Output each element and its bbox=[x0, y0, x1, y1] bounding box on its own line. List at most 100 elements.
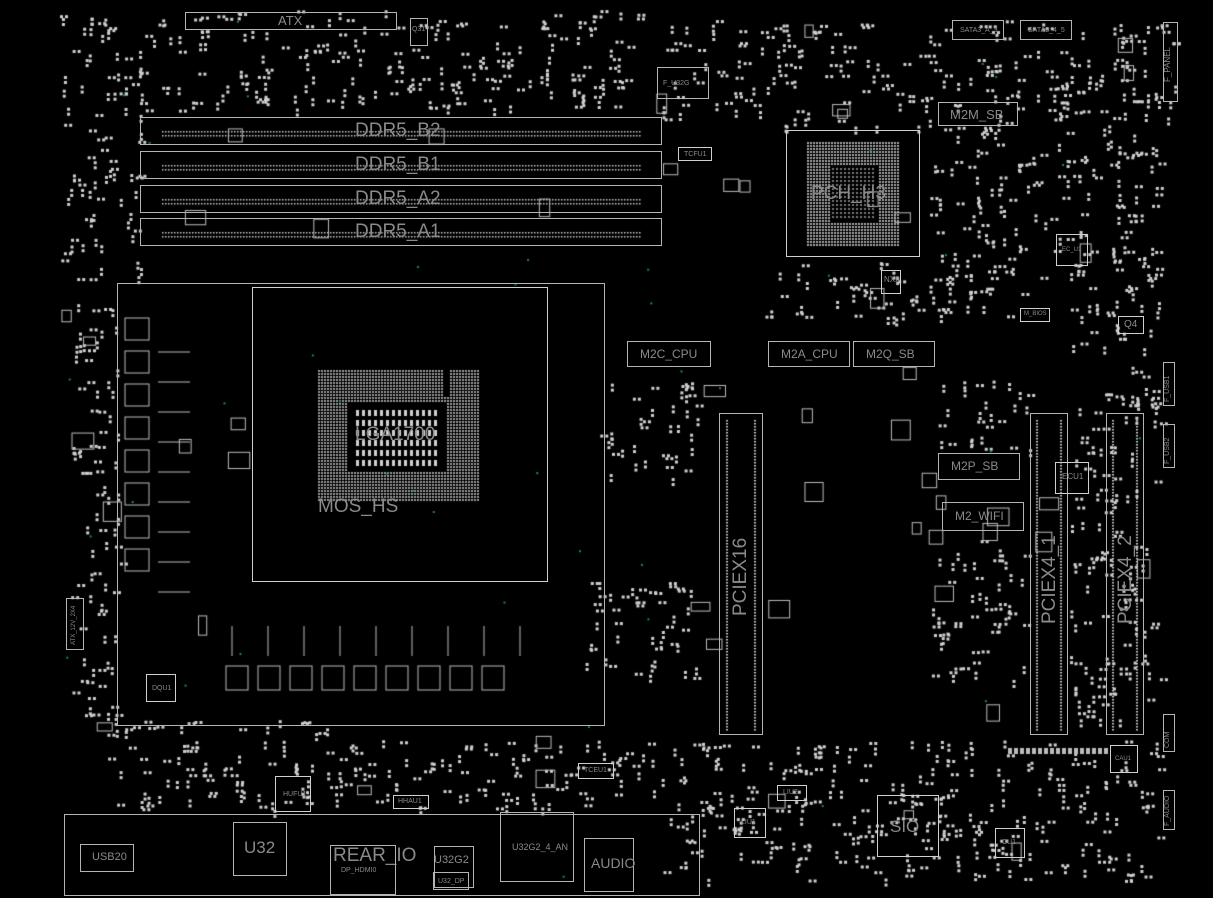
q4-chip[interactable] bbox=[1118, 316, 1144, 334]
f-u32g-label: F_U32G bbox=[663, 80, 690, 87]
m2a-cpu-label: M2A_CPU bbox=[781, 347, 838, 361]
m-bios-chip[interactable] bbox=[1020, 308, 1050, 322]
tceu1-chip[interactable] bbox=[578, 763, 614, 779]
u32-dp-port[interactable] bbox=[433, 872, 469, 890]
nx2-label: NX2 bbox=[884, 275, 900, 284]
atx-connector[interactable] bbox=[185, 12, 397, 30]
m2a-cpu-slot[interactable] bbox=[768, 341, 850, 367]
m2q-sb-slot[interactable] bbox=[853, 341, 935, 367]
dimm-label-a1: DDR5_A1 bbox=[355, 221, 441, 242]
sata-a-label: SATA3_A_3 bbox=[960, 27, 998, 34]
m2p-sb-label: M2P_SB bbox=[951, 459, 999, 473]
tcfu1-chip[interactable] bbox=[678, 147, 712, 161]
usb20-port[interactable] bbox=[80, 844, 134, 872]
hufu1-chip[interactable] bbox=[275, 776, 311, 812]
u32g2-port[interactable] bbox=[434, 846, 474, 888]
m2-wifi-slot[interactable] bbox=[942, 502, 1024, 531]
audio-jack[interactable] bbox=[584, 838, 634, 892]
u32-dp-label: U32_DP bbox=[438, 878, 465, 885]
dimm-slot-a2[interactable] bbox=[140, 185, 662, 213]
liu1-chip[interactable] bbox=[734, 808, 766, 838]
dimm-slot-a1[interactable] bbox=[140, 218, 662, 246]
sata-b-label: SATA3_4_5 bbox=[1028, 27, 1065, 34]
ecu1-label: ECU1 bbox=[1062, 472, 1084, 481]
hufu1-label: HUFU1 bbox=[283, 791, 307, 798]
dp-hdmi-port[interactable] bbox=[330, 845, 396, 895]
f-panel-connector[interactable] bbox=[1163, 22, 1178, 102]
m2p-sb-slot[interactable] bbox=[938, 453, 1020, 480]
pch-label: PCH_H3 bbox=[811, 183, 886, 204]
u32g2-4-an-port[interactable] bbox=[500, 812, 574, 882]
f-audio-connector[interactable] bbox=[1163, 790, 1175, 830]
m2m-sb-slot[interactable] bbox=[938, 102, 1018, 126]
sata-b-connector[interactable] bbox=[1020, 20, 1072, 40]
q4-label: Q4 bbox=[1124, 319, 1138, 330]
m2-wifi-label: M2_WIFI bbox=[955, 509, 1004, 523]
f-panel-label: F_PANEL bbox=[1163, 47, 1172, 82]
m2c-cpu-slot[interactable] bbox=[627, 341, 711, 367]
f-usb1-label: F_USB1 bbox=[1164, 375, 1171, 402]
cpu-socket[interactable] bbox=[252, 287, 548, 582]
dimm-slot-b1[interactable] bbox=[140, 151, 662, 179]
hhau1-label: HHAU1 bbox=[398, 798, 422, 805]
u32-port[interactable] bbox=[233, 822, 287, 876]
ec-u1-chip[interactable] bbox=[1056, 234, 1088, 266]
sio-label: SIO bbox=[890, 817, 920, 836]
rear-io-area bbox=[64, 814, 700, 896]
pciex4-2-slot[interactable] bbox=[1106, 413, 1144, 735]
m2m-sb-label: M2M_SB bbox=[950, 107, 1004, 122]
cpu-heatsink-outline bbox=[117, 283, 605, 726]
tcfu1-label: TCFU1 bbox=[684, 151, 707, 158]
tceu1-label: TCEU1 bbox=[584, 767, 607, 774]
u32g2-4-an-label: U32G2_4_AN bbox=[512, 842, 569, 852]
liu2-chip[interactable] bbox=[777, 785, 807, 801]
dqu1-label: DQU1 bbox=[152, 685, 172, 692]
pch-chip[interactable] bbox=[786, 130, 920, 257]
f-u32g-connector[interactable] bbox=[657, 67, 709, 99]
dimm-label-a2: DDR5_A2 bbox=[355, 188, 441, 209]
dqu1-chip[interactable] bbox=[146, 674, 176, 702]
atx-12v-connector[interactable] bbox=[66, 598, 84, 650]
sio-chip[interactable] bbox=[877, 795, 939, 857]
liu1-label: LIU1 bbox=[741, 819, 756, 826]
pciex4-1-label: PCIEX4_1 bbox=[1039, 535, 1060, 624]
hhau1-chip[interactable] bbox=[393, 795, 429, 809]
m2q-sb-label: M2Q_SB bbox=[866, 347, 915, 361]
ec-u1-label: EC_U1 bbox=[1062, 247, 1082, 253]
m-bios-label: M_BIOS bbox=[1024, 311, 1047, 317]
cau1-label: CAU1 bbox=[1115, 756, 1132, 762]
f-usb1-connector[interactable] bbox=[1163, 362, 1175, 406]
f-usb2-connector[interactable] bbox=[1163, 424, 1175, 468]
dimm-label-b1: DDR5_B1 bbox=[355, 154, 441, 175]
m2c-cpu-label: M2C_CPU bbox=[640, 347, 698, 361]
com-connector[interactable] bbox=[1163, 714, 1175, 752]
pciex16-label: PCIEX16 bbox=[730, 537, 751, 616]
usb20-label: USB20 bbox=[92, 851, 127, 863]
atx-12v-label: ATX_12V_2X4 bbox=[71, 605, 77, 645]
com-label: COM bbox=[1164, 731, 1171, 748]
q31-label: Q31 bbox=[412, 26, 426, 33]
ecu1-chip[interactable] bbox=[1055, 462, 1089, 494]
mos-hs-label: MOS_HS bbox=[318, 496, 399, 517]
nx2-chip[interactable] bbox=[881, 270, 901, 294]
cau1-chip[interactable] bbox=[1110, 745, 1138, 773]
pciex4-2-label: PCIEX4_2 bbox=[1115, 535, 1136, 624]
liu2-label: LIU2 bbox=[783, 789, 798, 796]
cu1-label: CU1 bbox=[1002, 839, 1017, 846]
dimm-label-b2: DDR5_B2 bbox=[355, 120, 441, 141]
q31-component[interactable] bbox=[410, 18, 428, 46]
atx-label: ATX bbox=[278, 13, 303, 28]
audio-label: AUDIO bbox=[591, 855, 636, 871]
dp-hdmi-label: DP_HDMI0 bbox=[341, 867, 377, 874]
pciex16-slot[interactable] bbox=[719, 413, 763, 735]
u32-label: U32 bbox=[244, 838, 276, 857]
dimm-slot-b2[interactable] bbox=[140, 117, 662, 145]
u32g2-label: U32G2 bbox=[434, 854, 469, 866]
f-usb2-label: F_USB2 bbox=[1164, 437, 1171, 464]
sata-a-connector[interactable] bbox=[952, 20, 1004, 40]
f-audio-label: F_AUDIO bbox=[1164, 795, 1171, 826]
cu1-chip[interactable] bbox=[995, 828, 1025, 858]
pciex4-1-slot[interactable] bbox=[1030, 413, 1068, 735]
